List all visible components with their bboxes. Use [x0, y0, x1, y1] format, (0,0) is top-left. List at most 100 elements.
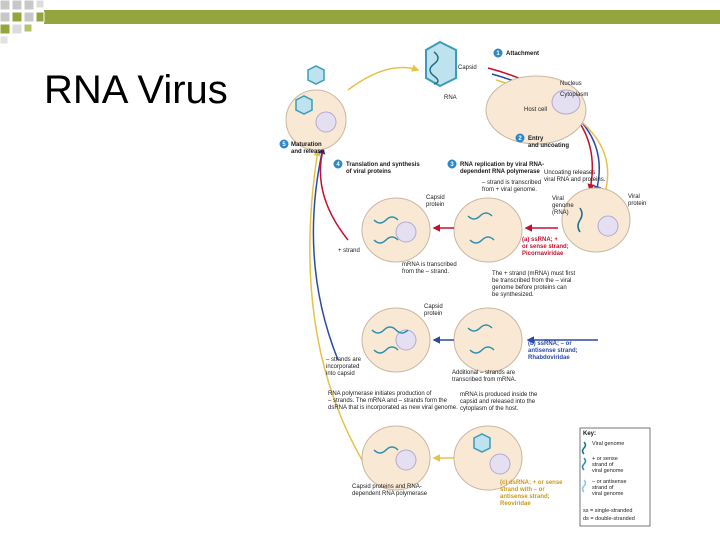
- release-arrow: [347, 64, 420, 91]
- deco-square: [0, 35, 9, 45]
- cells-row-a: [361, 187, 631, 263]
- yellow-return-arrow: [309, 148, 369, 471]
- deco-square: [23, 11, 35, 23]
- deco-square-green: [0, 23, 11, 35]
- key-minus-strand: – or antisense: [592, 479, 627, 485]
- blue-return-arrow: [312, 146, 339, 361]
- mrna-produced-text: mRNA is produced inside the: [460, 392, 538, 398]
- type-b-label: Rhabdoviridae: [528, 355, 570, 361]
- plus-strand-swatch: [581, 457, 587, 471]
- green-squares: [0, 11, 45, 35]
- viral-protein-label: Viral: [628, 194, 640, 200]
- type-c-label: strand with – or: [500, 487, 545, 493]
- host-nucleus: [489, 453, 511, 475]
- step-label: Attachment: [506, 51, 539, 57]
- capsid-protein-label: protein: [426, 202, 444, 208]
- step-number: 3: [450, 162, 454, 168]
- green-accent-bar: [44, 10, 720, 24]
- uncoating-text: Uncoating releases: [544, 170, 595, 176]
- step-number: 4: [336, 162, 340, 168]
- viral-genome-swatch: [581, 441, 587, 455]
- plus-strand-note: genome before proteins can: [492, 285, 567, 291]
- deco-square: [11, 23, 23, 35]
- strand-transcribed-text: – strand is transcribed: [482, 180, 541, 186]
- red-return-arrow: [319, 138, 349, 241]
- deco-square: [0, 0, 11, 11]
- key-minus-strand: viral genome: [592, 491, 624, 497]
- rna-virus-diagram: 1 Attachment 2 Entry and uncoating 3 RNA…: [279, 40, 651, 527]
- viral-genome-label: genome: [552, 203, 574, 209]
- type-a-label: Picornaviridae: [522, 251, 564, 257]
- virion-icon: [295, 95, 313, 115]
- step-label: and release: [291, 149, 325, 155]
- host-nucleus: [395, 329, 417, 351]
- step-3: 3 RNA replication by viral RNA- dependen…: [447, 159, 544, 175]
- host-nucleus: [315, 111, 337, 133]
- deco-square-green: [35, 11, 45, 23]
- key-frame: [579, 427, 651, 527]
- cells-row-c: [361, 425, 523, 491]
- type-b-label: antisense strand;: [528, 348, 578, 354]
- key-ss: ss = single-stranded: [583, 508, 632, 514]
- key-plus-strand: viral genome: [592, 468, 624, 474]
- rna-polymerase-text: RNA polymerase initiates production of: [328, 391, 432, 397]
- rna-strand-icon: [373, 346, 399, 354]
- step-2: 2 Entry and uncoating: [515, 133, 569, 149]
- plus-strand-note: be synthesized.: [492, 292, 534, 298]
- capsid-icon: [425, 40, 457, 88]
- deco-square: [23, 0, 35, 11]
- strand-transcribed-text: from + viral genome.: [482, 187, 537, 193]
- key-plus-strand: + or sense: [592, 456, 618, 462]
- step-5: 5 Maturation and release: [279, 139, 325, 155]
- deco-square-green: [11, 11, 23, 23]
- rna-strand-icon: [429, 51, 439, 85]
- rna-strand-icon: [577, 207, 583, 233]
- rna-polymerase-text: dsRNA that is incorporated as new viral …: [328, 405, 458, 411]
- host-nucleus: [395, 449, 417, 471]
- virion-icon: [307, 65, 325, 85]
- rna-strand-icon: [371, 326, 409, 334]
- key-title: Key:: [583, 431, 596, 437]
- type-c-label: (c) dsRNA; + or sense: [500, 480, 563, 486]
- capsid-polymerase-text: dependent RNA polymerase: [352, 491, 428, 497]
- rna-label: RNA: [444, 95, 457, 101]
- rna-strand-icon: [373, 216, 399, 224]
- virion-attaching: [425, 40, 457, 88]
- host-cell: [453, 197, 523, 263]
- key-plus-strand: strand of: [592, 462, 614, 468]
- key-minus-strand: strand of: [592, 485, 614, 491]
- capsid-label: Capsid: [458, 65, 477, 71]
- step-label: and uncoating: [528, 143, 569, 149]
- step-number: 2: [518, 136, 522, 142]
- viral-genome-label: Viral: [552, 196, 564, 202]
- step-badge: [279, 139, 289, 149]
- host-nucleus: [597, 215, 619, 237]
- cells-row-b: [361, 307, 598, 373]
- capsid-protein-label: protein: [424, 311, 442, 317]
- type-c-label: Reoviridae: [500, 501, 531, 507]
- additional-strands-text: Additional – strands are: [452, 370, 516, 376]
- minus-strand-swatch: [581, 479, 587, 493]
- host-cell: [561, 187, 631, 253]
- type-a-label: or sense strand;: [522, 244, 569, 250]
- rna-strand-icon: [373, 446, 399, 454]
- host-cell-top: [485, 75, 587, 145]
- plus-strand-note: be transcribed from the – viral: [492, 278, 571, 284]
- plus-strand-note: The + strand (mRNA) must first: [492, 271, 576, 277]
- mrna-transcribed-text: from the – strand.: [402, 269, 449, 275]
- host-cell: [453, 307, 523, 373]
- step-number: 1: [496, 51, 500, 57]
- deco-square: [35, 0, 45, 9]
- mrna-produced-text: cytoplasm of the host.: [460, 406, 519, 412]
- type-b-label: (b) ssRNA; – or: [528, 341, 572, 347]
- step-label: Translation and synthesis: [346, 162, 420, 168]
- capsid-polymerase-text: Capsid proteins and RNA-: [352, 484, 422, 490]
- step-label: dependent RNA polymerase: [460, 169, 540, 175]
- deco-square-green: [23, 23, 33, 33]
- rna-strand-icon: [469, 236, 495, 244]
- rna-strand-icon: [467, 212, 493, 220]
- host-nucleus: [551, 89, 581, 115]
- host-cell-label: Host cell: [524, 107, 547, 113]
- deco-square: [11, 0, 23, 11]
- viral-protein-label: protein: [628, 201, 646, 207]
